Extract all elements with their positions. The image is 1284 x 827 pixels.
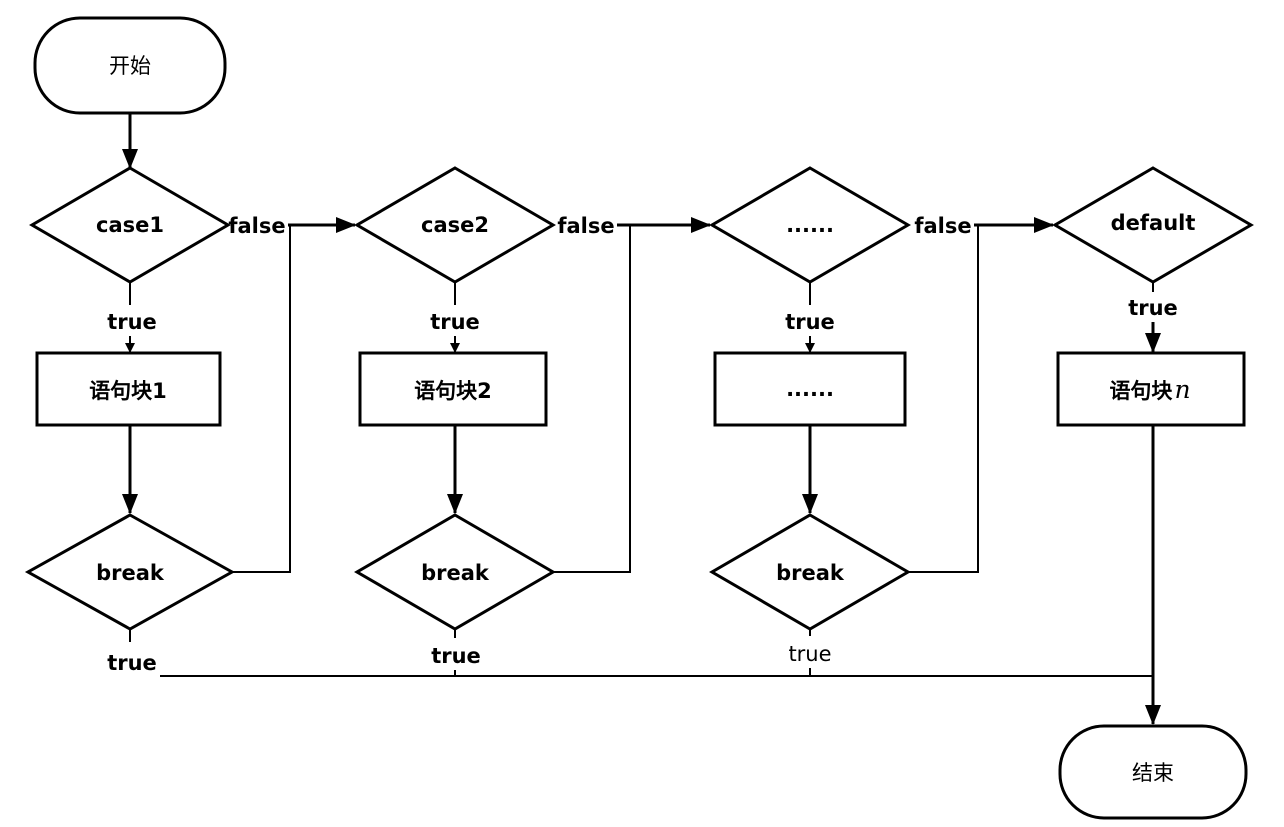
- edge-false-label-2: false: [557, 214, 614, 238]
- block-2-label: 语句块2: [414, 379, 492, 403]
- block-n-prefix: 语句块: [1109, 379, 1173, 403]
- block-n: [1056, 351, 1246, 427]
- connector-break2-false: [553, 225, 631, 573]
- decision-break-2-label: break: [421, 561, 490, 585]
- block-1: [35, 351, 222, 427]
- block-more: [713, 351, 907, 427]
- edge-true-label-break1: true: [107, 651, 157, 675]
- end-terminal: [1058, 724, 1248, 820]
- decision-case-more-label: ......: [786, 213, 834, 237]
- edge-true-label-more: true: [785, 310, 835, 334]
- start-label: 开始: [109, 54, 151, 78]
- edge-true-label-break2: true: [431, 644, 481, 668]
- block-2: [358, 351, 548, 427]
- end-label: 结束: [1132, 761, 1174, 785]
- block-more-label: ......: [786, 377, 834, 401]
- edge-false-label-3: false: [914, 214, 971, 238]
- decision-case2-label: case2: [421, 213, 489, 237]
- decision-case1-label: case1: [96, 213, 164, 237]
- edge-true-label-case2: true: [430, 310, 480, 334]
- edge-true-label-default: true: [1128, 296, 1178, 320]
- decision-default-label: default: [1111, 211, 1196, 235]
- connector-break1-false: [232, 225, 291, 573]
- decision-break-3-label: break: [776, 561, 845, 585]
- connector-break3-false: [908, 225, 979, 573]
- edge-true-label-case1: true: [107, 310, 157, 334]
- block-n-label: 语句块n: [1109, 375, 1190, 404]
- block-n-variable: n: [1174, 375, 1190, 404]
- block-1-label: 语句块1: [89, 379, 167, 403]
- edge-true-label-break3: true: [788, 642, 831, 666]
- decision-break-1-label: break: [96, 561, 165, 585]
- edge-false-label-1: false: [228, 214, 285, 238]
